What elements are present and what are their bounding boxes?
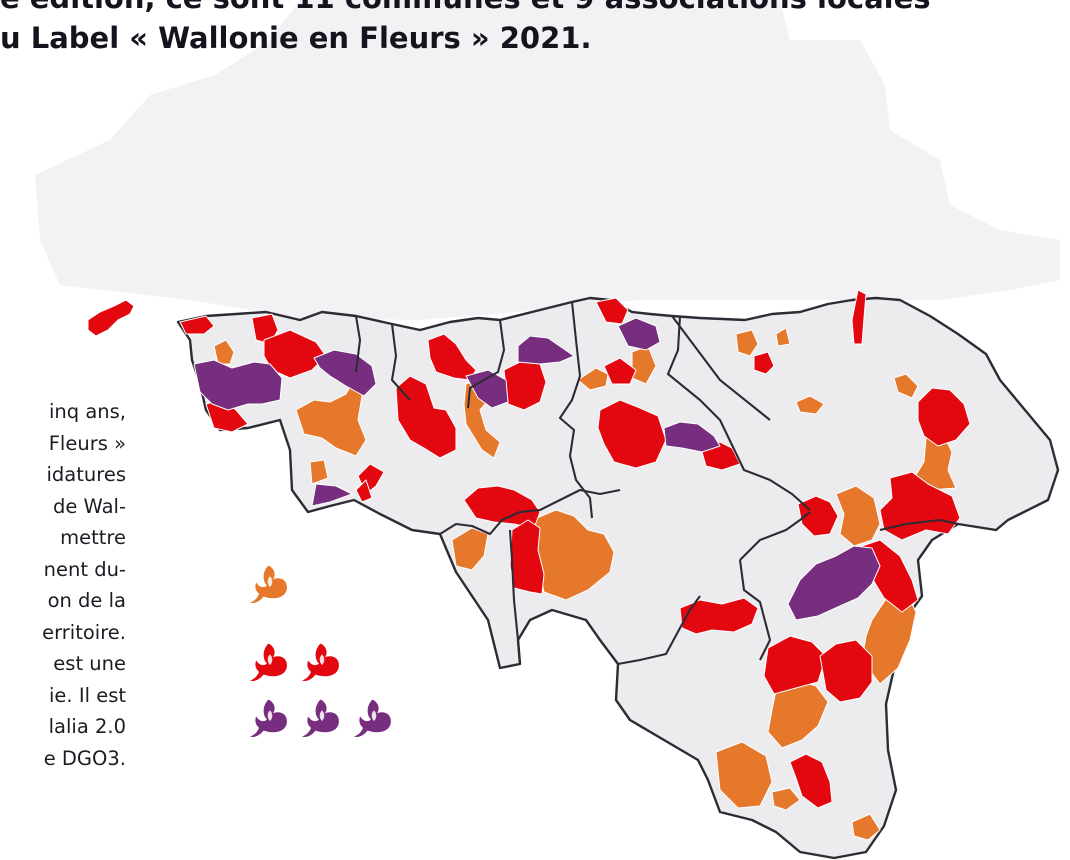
body-line: idatures (46, 463, 127, 486)
body-text: inq ans, Fleurs » idatures de Wal- mettr… (0, 396, 126, 774)
body-line: lalia 2.0 (48, 715, 126, 738)
body-line: inq ans, (48, 400, 126, 423)
purple-communes (193, 317, 881, 621)
flower-icon (250, 699, 287, 738)
body-line: de Wal- (52, 494, 126, 518)
flower-icon (250, 565, 287, 604)
flower-icon (302, 699, 339, 738)
body-line: on de la (47, 589, 126, 612)
body-line: est une (53, 652, 126, 675)
background-silhouette (35, 0, 1060, 320)
body-line: mettre (60, 526, 126, 549)
headline: e édition, ce sont 11 communes et 9 asso… (0, 0, 1070, 58)
body-line: nent du- (43, 557, 126, 581)
flower-icon (354, 699, 391, 738)
body-line: erritoire. (42, 620, 126, 644)
headline-line-2: u Label « Wallonie en Fleurs » 2021. (0, 21, 592, 55)
province-borders (354, 301, 959, 666)
headline-line-1: e édition, ce sont 11 communes et 9 asso… (0, 0, 1070, 18)
commune-comines (87, 299, 135, 337)
body-line: e DGO3. (43, 746, 126, 770)
red-communes (179, 289, 971, 809)
body-line: Fleurs » (48, 431, 126, 455)
flower-icon (302, 643, 339, 682)
flower-icon (250, 643, 287, 682)
body-line: ie. Il est (49, 683, 126, 707)
